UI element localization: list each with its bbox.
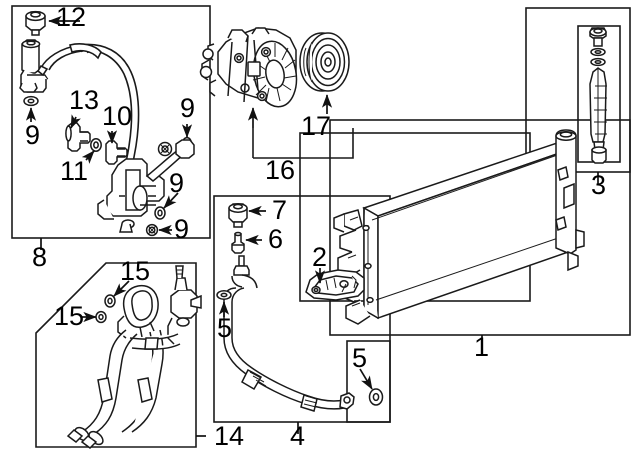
callout-arrows [25, 15, 373, 390]
part-14-ac-tube-assembly [66, 265, 202, 449]
callout-16: 16 [265, 155, 296, 185]
panel-frame-3-outer [525, 7, 631, 173]
panel-frame-5-inset [346, 340, 391, 423]
callout-17: 17 [301, 111, 332, 141]
callout-6: 6 [268, 224, 284, 254]
leader-16 [252, 128, 354, 159]
callout-8: 8 [32, 242, 48, 272]
callout-11: 11 [60, 156, 89, 186]
part-1-condenser [333, 129, 585, 325]
callout-13: 13 [69, 85, 100, 115]
arrow-15a [113, 280, 130, 297]
part-5-seal-a [216, 290, 232, 300]
arrow-13 [70, 114, 81, 129]
callout-5-b: 5 [352, 343, 368, 373]
callout-3: 3 [591, 170, 607, 200]
part-7-cap [228, 203, 248, 228]
part-9-washer-c [154, 206, 166, 220]
callout-9-d: 9 [174, 214, 190, 244]
part-6-valve-core [231, 231, 245, 254]
callout-4: 4 [290, 421, 306, 451]
callout-9-c: 9 [169, 168, 185, 198]
hose-bracket-arm [145, 139, 195, 182]
arrow-5b [359, 368, 373, 390]
condenser-mount-brackets [333, 209, 374, 325]
callout-9-b: 9 [180, 93, 196, 123]
part-17-clutch-pulley [299, 32, 350, 92]
arrow-11 [81, 150, 95, 164]
callout-9-a: 9 [25, 120, 41, 150]
part-11-o-ring [90, 138, 102, 152]
callout-5-a: 5 [217, 313, 233, 343]
panel-frame-14 [35, 262, 197, 448]
tube-service-valve [167, 265, 202, 345]
hose-end-fitting-upper [19, 39, 49, 93]
part-15-oring-b [95, 310, 107, 324]
part-5-seal-b [368, 388, 384, 406]
callout-leaders [40, 172, 599, 437]
panel-frame-8 [11, 5, 211, 239]
tube-runs [66, 329, 181, 449]
panel-frame-1 [329, 119, 631, 336]
callout-10: 10 [102, 101, 133, 131]
callout-14: 14 [214, 421, 245, 451]
part-15-oring-a [104, 294, 116, 308]
liquid-line-upper [231, 255, 258, 289]
part-12-cap-nut [25, 10, 46, 36]
liquid-line-tube [223, 287, 355, 412]
arrow-9c [163, 192, 179, 209]
callout-15-b: 15 [54, 301, 85, 331]
part-2-condenser-bracket [305, 269, 365, 301]
callout-7: 7 [272, 195, 288, 225]
callout-12: 12 [56, 2, 87, 32]
part-9-washer-d [145, 223, 159, 237]
part-16-compressor [199, 27, 298, 108]
part-4-liquid-line [216, 203, 355, 412]
callout-15-a: 15 [120, 256, 151, 286]
callout-1: 1 [474, 332, 490, 362]
part-13-valve-fitting [65, 122, 91, 152]
part-9-washer-a [23, 95, 39, 107]
part-3-receiver-drier [589, 27, 607, 164]
hose-manifold-block [97, 158, 165, 233]
callout-2: 2 [312, 242, 328, 272]
part-8-hose-assembly [19, 10, 195, 237]
